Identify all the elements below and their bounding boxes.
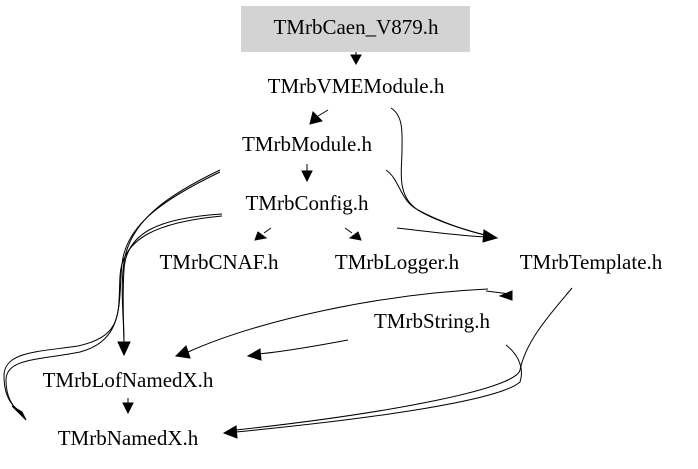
node-cnaf[interactable]: TMrbCNAF.h	[159, 250, 279, 274]
edge-template-lofnamedx	[174, 288, 489, 359]
edge-config-lofnamedx	[117, 213, 223, 357]
node-namedx[interactable]: TMrbNamedX.h	[58, 426, 199, 450]
node-caen[interactable]: TMrbCaen_V879.h	[273, 15, 439, 39]
node-logger[interactable]: TMrbLogger.h	[335, 250, 460, 274]
edge-vme-template	[390, 107, 487, 236]
node-string[interactable]: TMrbString.h	[374, 309, 491, 333]
edge-module-namedx	[5, 171, 221, 411]
node-lofnamedx[interactable]: TMrbLofNamedX.h	[43, 368, 214, 392]
edge-config-logger	[344, 227, 362, 241]
node-module[interactable]: TMrbModule.h	[242, 132, 373, 156]
edge-string-namedx	[222, 344, 522, 439]
edge-template-namedx	[235, 287, 573, 431]
node-config[interactable]: TMrbConfig.h	[245, 191, 369, 215]
edge-config-template	[396, 227, 487, 238]
node-vme[interactable]: TMrbVMEModule.h	[268, 74, 445, 98]
node-box-caen	[241, 6, 470, 52]
node-template[interactable]: TMrbTemplate.h	[520, 250, 663, 274]
edge-module-template	[385, 169, 499, 243]
edge-lofnamedx-namedx	[122, 398, 134, 415]
edge-caen-vme	[350, 52, 362, 66]
edge-config-namedx	[3, 215, 223, 421]
edge-module-config	[301, 164, 313, 183]
edge-config-cnaf	[254, 227, 272, 241]
edge-template-string	[485, 290, 513, 301]
edge-vme-module	[309, 109, 329, 125]
edge-string-lofnamedx	[246, 339, 349, 361]
